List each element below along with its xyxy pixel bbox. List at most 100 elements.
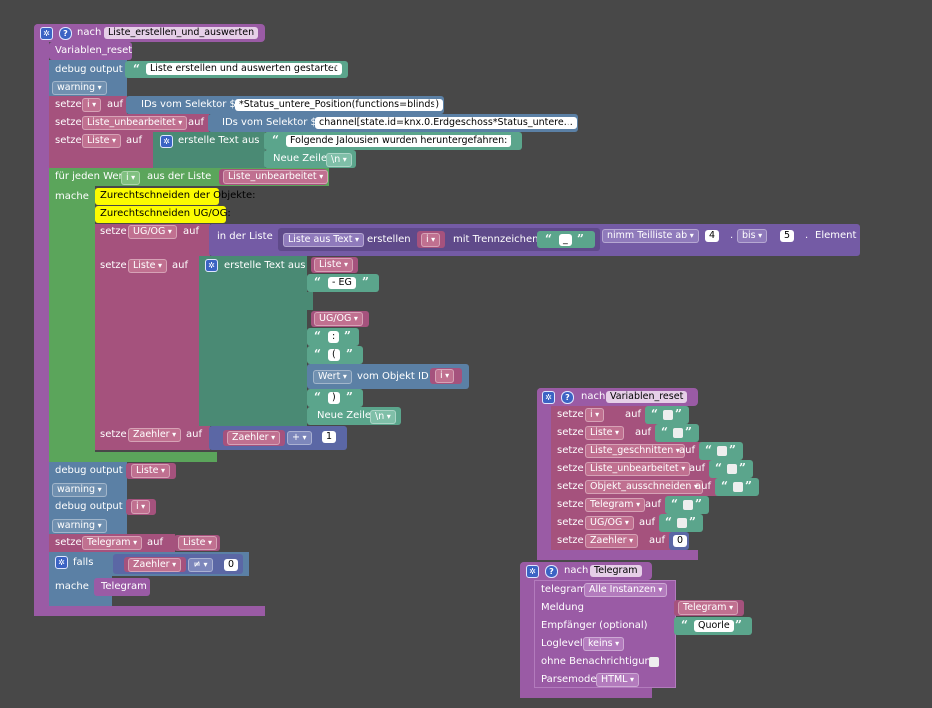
close-paren: ) [432, 99, 436, 110]
reset-var-dropdown[interactable]: Zaehler [585, 534, 639, 548]
loop-var-dropdown[interactable]: i [121, 171, 141, 185]
loglevel-select[interactable]: keins [583, 637, 625, 651]
parsemode-dropdown[interactable]: HTML [596, 673, 639, 687]
telegram-value-liste[interactable]: Liste [178, 536, 218, 550]
reset-var-dropdown[interactable]: Liste_geschnitten [585, 444, 685, 458]
auf-label: auf [695, 481, 711, 492]
function-name[interactable]: Telegram [590, 565, 642, 577]
var-ugog-dropdown[interactable]: UG/OG [128, 225, 177, 239]
gear-icon[interactable]: ✲ [40, 27, 53, 40]
empty-text-field[interactable] [733, 482, 743, 492]
cond-var-zaehler[interactable]: Zaehler [128, 558, 182, 572]
ohne-benachrichtigung-checkbox[interactable] [649, 657, 659, 667]
math-op-dropdown[interactable]: + [287, 431, 312, 445]
text-part-close[interactable]: ) [328, 392, 340, 404]
reset-var-dropdown[interactable]: Liste [585, 426, 625, 440]
quote-close-icon: ” [739, 461, 746, 475]
vom-objekt-id-label: vom Objekt ID [357, 371, 429, 382]
empty-text-field[interactable] [673, 428, 683, 438]
var-liste-dropdown[interactable]: Liste [82, 134, 122, 148]
setze-label: setze [100, 260, 127, 271]
text-part-open[interactable]: ( [328, 349, 340, 361]
wert-dropdown[interactable]: Wert [313, 370, 352, 384]
reset-var-dropdown[interactable]: Telegram [585, 498, 646, 512]
function-name[interactable]: Liste_erstellen_und_auswerten [104, 27, 259, 39]
gear-icon[interactable]: ✲ [55, 556, 68, 569]
teilliste-dropdown[interactable]: nimm Teilliste ab [602, 229, 699, 243]
debug-var-liste[interactable]: Liste [131, 464, 171, 478]
setze-label: setze [100, 429, 127, 440]
meldung-var-dropdown[interactable]: Telegram [678, 601, 739, 615]
quote-open-icon: “ [272, 133, 279, 147]
reset-zero-field[interactable]: 0 [673, 535, 688, 547]
empty-text-field[interactable] [677, 518, 687, 528]
setze-label: setze [100, 226, 127, 237]
call-telegram[interactable]: Telegram [101, 581, 147, 592]
selector2-field[interactable]: channel[state.id=knx.0.Erdgeschoss*Statu… [315, 117, 577, 129]
empfaenger-field[interactable]: Quorle [694, 620, 734, 632]
help-icon[interactable]: ? [59, 27, 72, 40]
reset-var-dropdown[interactable]: Objekt_ausschneiden [585, 480, 703, 494]
loglevel-dropdown[interactable]: warning [52, 519, 107, 533]
comment-2[interactable]: Zurechtschneiden UG/OG: [100, 208, 231, 219]
reset-var-dropdown[interactable]: Liste_unbearbeitet [585, 462, 691, 476]
auf-label: auf [147, 537, 163, 548]
quote-open-icon: “ [661, 425, 668, 439]
help-icon[interactable]: ? [545, 565, 558, 578]
var-liste-dropdown[interactable]: Liste [128, 259, 168, 273]
math-var-zaehler[interactable]: Zaehler [227, 431, 281, 445]
help-icon[interactable]: ? [561, 391, 574, 404]
text-part-eg[interactable]: - EG [328, 277, 356, 289]
comment-1[interactable]: Zurechtschneiden der Objekte: [100, 190, 256, 201]
auf-label: auf [126, 135, 142, 146]
var-i-dropdown[interactable]: i [82, 98, 102, 112]
quote-close-icon: ” [745, 479, 752, 493]
debug-var-i[interactable]: i [131, 500, 151, 514]
empty-text-field[interactable] [717, 446, 727, 456]
auf-label: auf [183, 226, 199, 237]
gear-icon[interactable]: ✲ [526, 565, 539, 578]
instances-dropdown[interactable]: Alle Instanzen [584, 583, 668, 597]
loglevel-dropdown[interactable]: warning [52, 81, 107, 95]
compare-op-dropdown[interactable]: ≠ [188, 558, 213, 572]
text-part-ugog[interactable]: UG/OG [314, 312, 363, 326]
liste-aus-text-dropdown[interactable]: Liste aus Text [283, 233, 365, 247]
var-zaehler-dropdown[interactable]: Zaehler [128, 428, 182, 442]
setze-label: setze [557, 535, 584, 546]
empty-text-field[interactable] [683, 500, 693, 510]
newline-dropdown[interactable]: \n [370, 410, 396, 424]
empty-text-field[interactable] [727, 464, 737, 474]
newline-dropdown[interactable]: \n [326, 153, 352, 167]
call-variablen-reset[interactable]: Variablen_reset [55, 45, 133, 56]
var-liste-unbearbeitet-dropdown[interactable]: Liste_unbearbeitet [82, 116, 188, 130]
quote-close-icon: ” [729, 443, 736, 457]
gear-icon[interactable]: ✲ [205, 259, 218, 272]
erstelle-text-label: erstelle Text aus [178, 135, 260, 146]
text-part-colon[interactable]: : [328, 331, 340, 343]
for-each-label: für jeden Wert [55, 171, 127, 182]
reset-var-dropdown[interactable]: i [585, 408, 605, 422]
text-part-liste[interactable]: Liste [314, 258, 354, 272]
objekt-id-var[interactable]: i [435, 369, 455, 383]
reset-var-dropdown[interactable]: UG/OG [585, 516, 634, 530]
math-num-one[interactable]: 1 [322, 431, 337, 443]
separator-field[interactable]: _ [559, 234, 572, 246]
from-number[interactable]: 4 [705, 230, 720, 242]
text-jalousien-field[interactable]: Folgende Jalousien wurden heruntergefahr… [286, 135, 512, 147]
gear-icon[interactable]: ✲ [542, 391, 555, 404]
selector1-field[interactable]: *Status_untere_Position(functions=blinds… [235, 99, 444, 111]
bis-dropdown[interactable]: bis [737, 229, 768, 243]
function-name[interactable]: Variablen_reset [606, 391, 688, 403]
empty-text-field[interactable] [663, 410, 673, 420]
var-telegram-dropdown[interactable]: Telegram [82, 536, 143, 550]
quote-close-icon: ” [505, 133, 512, 147]
gear-icon[interactable]: ✲ [160, 135, 173, 148]
compare-num-zero[interactable]: 0 [224, 559, 239, 571]
auf-label: auf [188, 117, 204, 128]
loop-list-dropdown[interactable]: Liste_unbearbeitet [223, 170, 329, 184]
debug-text[interactable]: Liste erstellen und auswerten gestartet [146, 63, 342, 75]
to-number[interactable]: 5 [780, 230, 795, 242]
split-var-dropdown[interactable]: i [421, 233, 441, 247]
loglevel-dropdown[interactable]: warning [52, 483, 107, 497]
quote-close-icon: ” [344, 329, 351, 343]
